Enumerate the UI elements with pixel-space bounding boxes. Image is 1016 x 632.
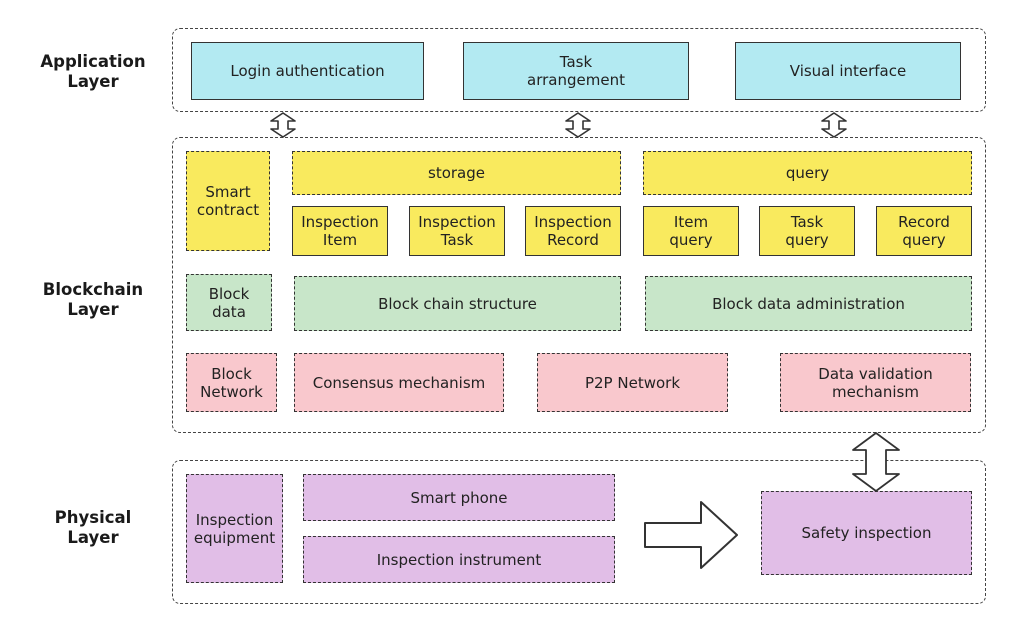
visual-interface-box: Visual interface [735,42,961,100]
item-query-box: Item query [643,206,739,256]
smart-contract-box: Smart contract [186,151,270,251]
application-layer-container [172,28,986,112]
smart-phone-box: Smart phone [303,474,615,521]
safety-inspection-box: Safety inspection [761,491,972,575]
inspection-instrument-box: Inspection instrument [303,536,615,583]
block-data-administration-box: Block data administration [645,276,972,331]
consensus-mechanism-box: Consensus mechanism [294,353,504,412]
physical-layer-container [172,460,986,604]
inspection-task-box: Inspection Task [409,206,505,256]
data-validation-mechanism-box: Data validation mechanism [780,353,971,412]
inspection-item-box: Inspection Item [292,206,388,256]
inspection-record-box: Inspection Record [525,206,621,256]
app-blockchain-double-arrow-icon [270,112,296,138]
inspection-equipment-box: Inspection equipment [186,474,283,583]
login-authentication-box: Login authentication [191,42,424,100]
storage-box: storage [292,151,621,195]
block-chain-structure-box: Block chain structure [294,276,621,331]
app-blockchain-double-arrow-icon [821,112,847,138]
right-arrow-icon [644,501,738,569]
record-query-box: Record query [876,206,972,256]
block-network-box: Block Network [186,353,277,412]
blockchain-layer-label: Blockchain Layer [42,280,144,319]
physical-layer-label: Physical Layer [54,508,132,547]
blockchain-layer-container [172,137,986,433]
task-query-box: Task query [759,206,855,256]
task-arrangement-box: Task arrangement [463,42,689,100]
blockchain-physical-double-arrow-icon [852,432,900,492]
query-box: query [643,151,972,195]
app-blockchain-double-arrow-icon [565,112,591,138]
application-layer-label: Application Layer [40,52,146,91]
block-data-box: Block data [186,274,272,331]
p2p-network-box: P2P Network [537,353,728,412]
